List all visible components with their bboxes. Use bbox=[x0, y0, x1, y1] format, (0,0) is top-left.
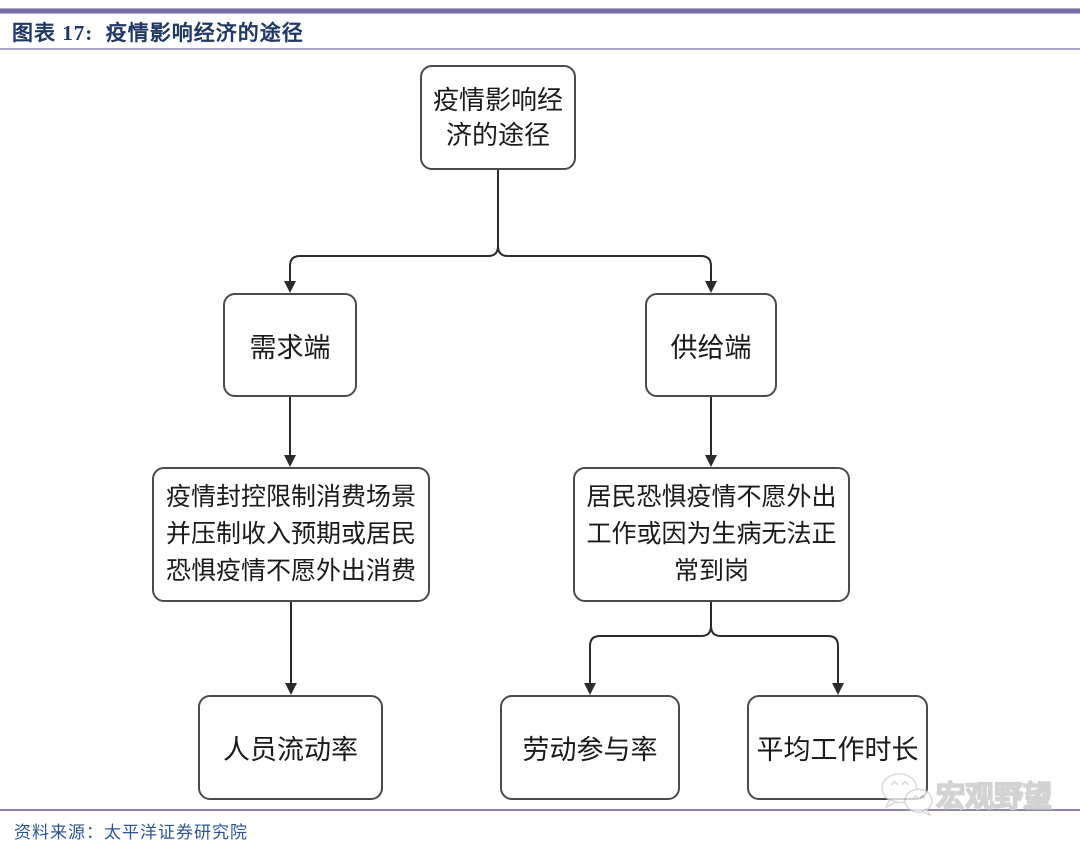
arrowhead-participation bbox=[584, 683, 596, 695]
node-demand-detail: 疫情封控限制消费场景 并压制收入预期或居民 恐惧疫情不愿外出消费 bbox=[152, 467, 430, 602]
figure-title: 图表 17: 疫情影响经济的途径 bbox=[12, 21, 304, 45]
connector-root-to-demand bbox=[289, 245, 499, 282]
node-personnel-mobility: 人员流动率 bbox=[198, 695, 383, 800]
node-root: 疫情影响经 济的途径 bbox=[420, 65, 576, 170]
arrowhead-demand bbox=[284, 281, 296, 293]
node-supply-detail: 居民恐惧疫情不愿外出 工作或因为生病无法正 常到岗 bbox=[573, 467, 850, 602]
node-participation-label: 劳动参与率 bbox=[522, 735, 658, 765]
node-demand-side: 需求端 bbox=[223, 293, 357, 397]
connector-to-participation bbox=[589, 625, 712, 684]
node-mobility-label: 人员流动率 bbox=[223, 735, 358, 765]
node-supply-detail-line: 常到岗 bbox=[673, 557, 749, 585]
node-demand-detail-line: 并压制收入预期或居民 bbox=[165, 520, 416, 548]
connector-to-hours bbox=[710, 625, 839, 684]
node-labor-participation: 劳动参与率 bbox=[500, 695, 680, 800]
node-supply-side: 供给端 bbox=[645, 293, 777, 397]
connector-root-to-supply bbox=[497, 245, 712, 282]
node-root-line: 疫情影响经 bbox=[432, 85, 563, 116]
bottom-rule bbox=[0, 809, 1080, 811]
node-root-line: 济的途径 bbox=[445, 119, 550, 150]
arrowhead-hours bbox=[832, 683, 844, 695]
node-demand-detail-line: 疫情封控限制消费场景 bbox=[165, 483, 416, 511]
node-supply-detail-line: 工作或因为生病无法正 bbox=[586, 520, 837, 548]
node-hours-label: 平均工作时长 bbox=[756, 735, 919, 765]
node-supply-detail-line: 居民恐惧疫情不愿外出 bbox=[586, 483, 837, 511]
source-note: 资料来源：太平洋证券研究院 bbox=[14, 823, 248, 842]
arrowhead-demand-detail bbox=[284, 455, 296, 467]
arrowhead-supply-detail bbox=[705, 455, 717, 467]
arrowhead-mobility bbox=[285, 683, 297, 695]
node-demand-detail-line: 恐惧疫情不愿外出消费 bbox=[165, 557, 416, 585]
top-rule bbox=[0, 8, 1080, 14]
arrowhead-supply bbox=[705, 281, 717, 293]
title-underline bbox=[0, 48, 1080, 50]
node-demand-label: 需求端 bbox=[249, 332, 331, 363]
node-supply-label: 供给端 bbox=[670, 332, 752, 363]
node-average-working-hours: 平均工作时长 bbox=[747, 695, 928, 800]
